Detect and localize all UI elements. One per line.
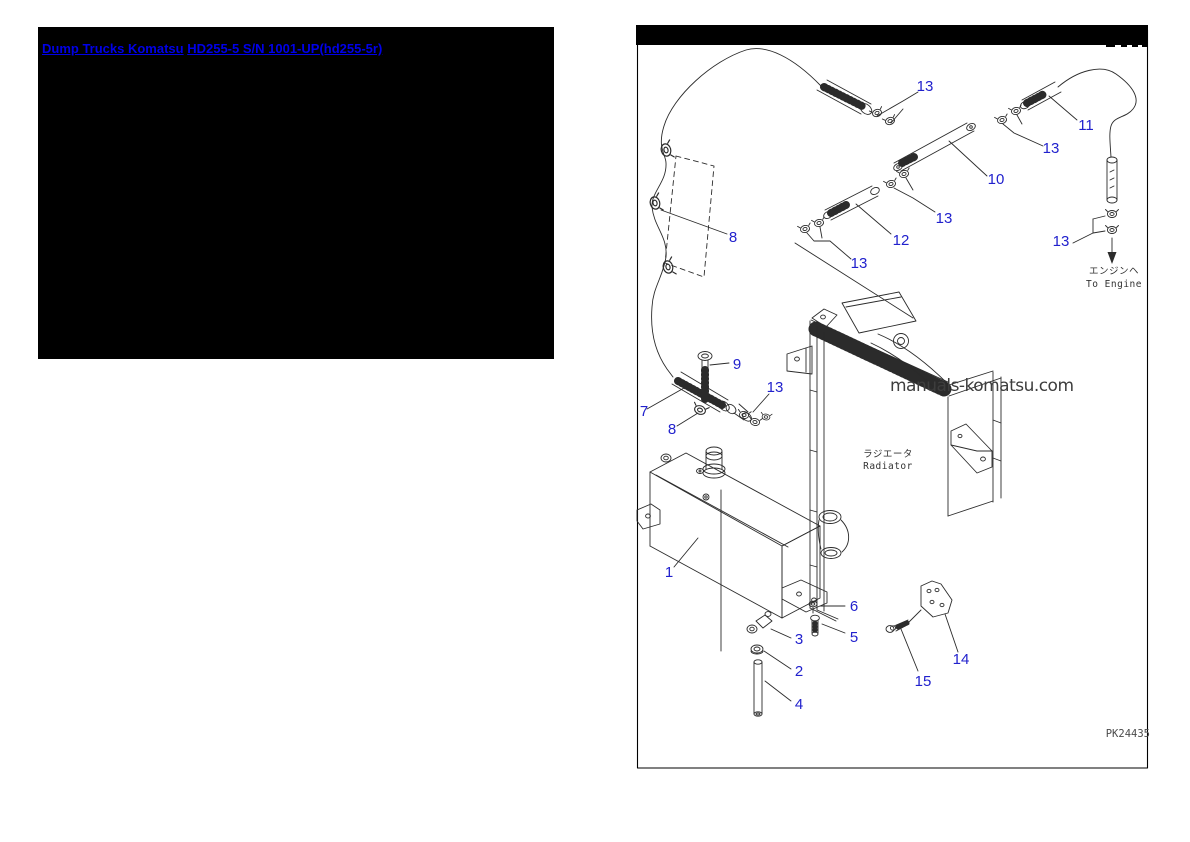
redacted-header-bar bbox=[636, 25, 1148, 45]
callout-13: 13 bbox=[767, 379, 784, 396]
plug-2 bbox=[750, 644, 764, 655]
drawing-code: PK24435 bbox=[1106, 728, 1150, 740]
to-engine-label-en: To Engine bbox=[1086, 279, 1142, 290]
callout-13: 13 bbox=[1053, 233, 1070, 250]
callout-2: 2 bbox=[795, 663, 803, 680]
fitting-3 bbox=[746, 611, 773, 634]
bolt-15 bbox=[885, 619, 910, 633]
nut-6 bbox=[808, 600, 818, 614]
breadcrumb-link-category[interactable]: Dump Trucks Komatsu bbox=[42, 41, 184, 56]
bolt-9 bbox=[697, 351, 713, 403]
callout-14: 14 bbox=[953, 651, 970, 668]
callout-9: 9 bbox=[733, 356, 741, 373]
callout-8: 8 bbox=[729, 229, 737, 246]
callout-11: 11 bbox=[1078, 117, 1094, 134]
bolt-5 bbox=[810, 614, 820, 637]
callout-10: 10 bbox=[988, 171, 1005, 188]
callout-numbers: 13 11 13 10 12 13 13 8 13 9 13 7 8 1 6 3… bbox=[640, 78, 1094, 713]
reservoir-tank bbox=[636, 446, 850, 652]
hose-11 bbox=[1020, 68, 1137, 264]
redaction-remnants bbox=[1106, 44, 1147, 47]
breadcrumb-link-model[interactable]: HD255-5 S/N 1001-UP(hd255-5r) bbox=[187, 41, 383, 56]
callout-13: 13 bbox=[936, 210, 953, 227]
redacted-block: Dump Trucks Komatsu HD255-5 S/N 1001-UP(… bbox=[38, 27, 554, 359]
tube-10 bbox=[893, 122, 976, 172]
callout-4: 4 bbox=[795, 696, 803, 713]
callout-7: 7 bbox=[640, 403, 648, 420]
callout-5: 5 bbox=[850, 629, 858, 646]
to-engine-arrow bbox=[1107, 252, 1117, 264]
callout-8: 8 bbox=[668, 421, 676, 438]
leader-lines bbox=[646, 91, 1106, 702]
tank-foot-left bbox=[636, 503, 661, 530]
breadcrumb: Dump Trucks Komatsu HD255-5 S/N 1001-UP(… bbox=[38, 27, 554, 56]
tube-12 bbox=[823, 185, 880, 221]
radiator-bracket-left bbox=[786, 345, 813, 375]
radiator-label-jp: ラジエータ bbox=[863, 449, 913, 460]
callout-13: 13 bbox=[917, 78, 934, 95]
callout-6: 6 bbox=[850, 598, 858, 615]
radiator-label-en: Radiator bbox=[863, 461, 913, 472]
callout-13: 13 bbox=[1043, 140, 1060, 157]
tube-4 bbox=[753, 659, 763, 717]
dashed-panel bbox=[664, 155, 715, 278]
to-engine-label-jp: エンジンヘ bbox=[1089, 266, 1139, 277]
callout-12: 12 bbox=[893, 232, 910, 249]
watermark: manuals-komatsu.com bbox=[890, 376, 1074, 396]
tank-foot-right bbox=[781, 579, 828, 613]
callout-1: 1 bbox=[665, 564, 673, 581]
diagram-sheet bbox=[636, 29, 1149, 769]
callout-13: 13 bbox=[851, 255, 868, 272]
callout-3: 3 bbox=[795, 631, 803, 648]
bracket-14 bbox=[920, 580, 953, 618]
radiator bbox=[786, 291, 1002, 622]
callout-15: 15 bbox=[915, 673, 932, 690]
